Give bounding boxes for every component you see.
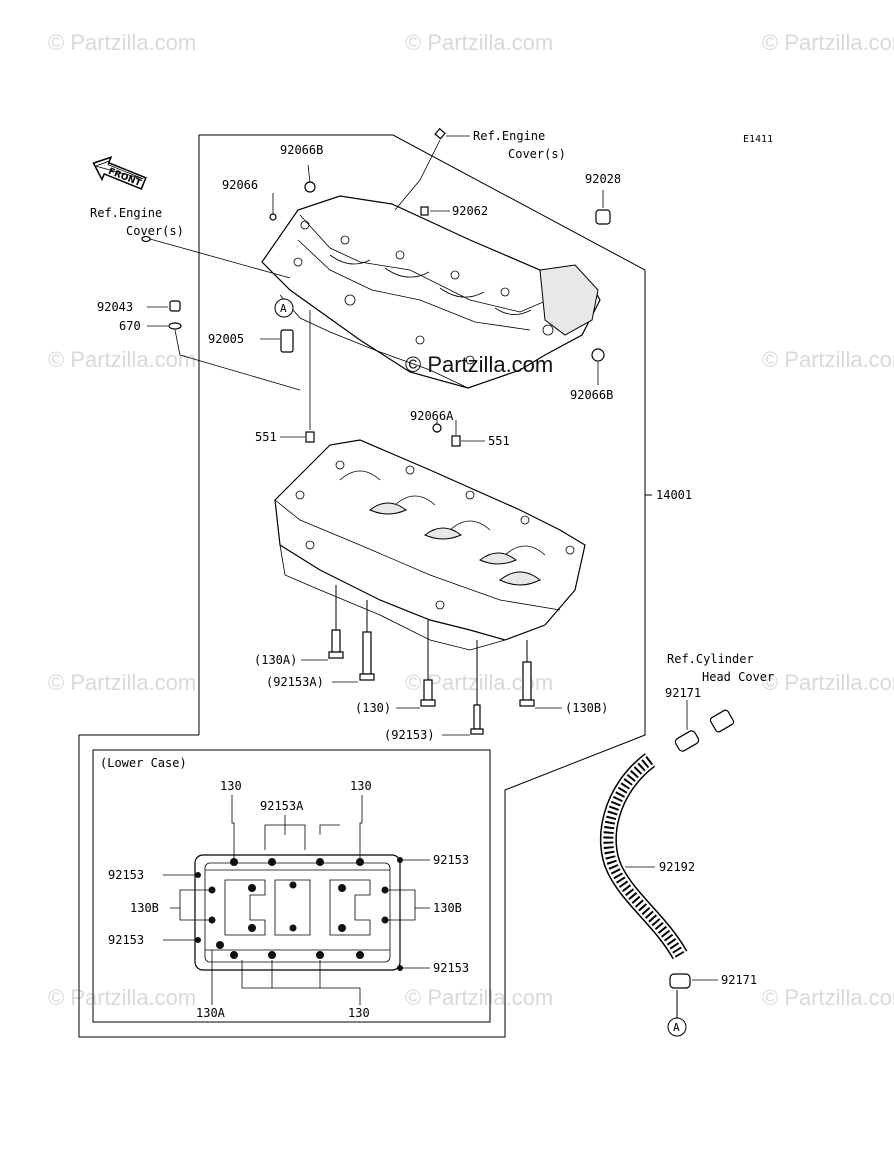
label-92066B-right: 92066B — [570, 388, 613, 402]
watermark: © Partzilla.com — [762, 347, 894, 372]
inset-label-130B: 130B — [130, 901, 159, 915]
front-arrow-icon: FRONT — [92, 156, 147, 190]
part-labels: Ref.Engine Cover(s) 92066B 92066 92062 9… — [90, 129, 774, 1020]
label-551-right: 551 — [488, 434, 510, 448]
dowel-ref-top — [434, 127, 446, 140]
watermark: © Partzilla.com — [762, 30, 894, 55]
clamp-92171-top — [674, 730, 700, 752]
label-ref-engine-cover-left: Ref.Engine — [90, 206, 162, 220]
label-670: 670 — [119, 319, 141, 333]
label-92066A: 92066A — [410, 409, 454, 423]
watermark: © Partzilla.com — [405, 30, 553, 55]
label-130: (130) — [355, 701, 391, 715]
watermark: © Partzilla.com — [48, 347, 196, 372]
diagram-code: E1411 — [743, 134, 773, 145]
inset-label-130B: 130B — [433, 901, 462, 915]
inset-label-92153: 92153 — [433, 853, 469, 867]
label-92153A: (92153A) — [266, 675, 324, 689]
label-92066: 92066 — [222, 178, 258, 192]
label-92043: 92043 — [97, 300, 133, 314]
clamp-92171-bottom — [669, 973, 691, 989]
label-92005: 92005 — [208, 332, 244, 346]
ref-marker-a-lower: A — [667, 990, 687, 1037]
watermark: © Partzilla.com — [762, 985, 894, 1010]
dowel-551-left — [305, 431, 315, 443]
watermark: © Partzilla.com — [48, 30, 196, 55]
center-watermark: © Partzilla.com — [405, 352, 553, 377]
dowel-551-right — [451, 435, 461, 447]
plug-92066A — [432, 423, 442, 433]
watermark: © Partzilla.com — [405, 985, 553, 1010]
inset-label-130: 130 — [220, 779, 242, 793]
label-ref-engine-cover-top: Cover(s) — [508, 147, 566, 161]
label-551-left: 551 — [255, 430, 277, 444]
label-130B: (130B) — [565, 701, 608, 715]
small-parts — [141, 127, 611, 447]
plug-92062 — [420, 206, 429, 216]
ref-marker-a-upper: A — [274, 298, 294, 318]
bolts — [328, 585, 535, 735]
plug-92066 — [269, 213, 277, 221]
inset-label-130: 130 — [348, 1006, 370, 1020]
label-ref-engine-cover-left: Cover(s) — [126, 224, 184, 238]
inset-title: (Lower Case) — [100, 756, 187, 770]
lower-case-inset — [92, 749, 491, 1023]
inset-label-130: 130 — [350, 779, 372, 793]
label-92062: 92062 — [452, 204, 488, 218]
inset-label-92153A: 92153A — [260, 799, 304, 813]
lower-crankcase — [274, 439, 586, 651]
watermark: © Partzilla.com — [48, 985, 196, 1010]
svg-text:A: A — [280, 302, 287, 315]
plug-92066B-right — [591, 348, 605, 362]
dowel-92043 — [169, 300, 181, 312]
plug-92066B-top — [304, 181, 316, 193]
inset-label-92153: 92153 — [108, 868, 144, 882]
breather-hose — [600, 709, 735, 989]
lower-case-plan-view — [163, 795, 430, 1005]
watermarks: © Partzilla.com © Partzilla.com © Partzi… — [48, 30, 894, 1010]
label-130A: (130A) — [254, 653, 297, 667]
upper-crankcase — [261, 139, 601, 389]
watermark: © Partzilla.com — [48, 670, 196, 695]
label-92171-bottom: 92171 — [721, 973, 757, 987]
label-14001: 14001 — [656, 488, 692, 502]
inset-label-92153: 92153 — [108, 933, 144, 947]
label-ref-engine-cover-top: Ref.Engine — [473, 129, 545, 143]
label-ref-cylinder: Head Cover — [702, 670, 774, 684]
label-92171-top: 92171 — [665, 686, 701, 700]
label-92192: 92192 — [659, 860, 695, 874]
o-ring-670 — [168, 322, 182, 330]
label-ref-cylinder: Ref.Cylinder — [667, 652, 754, 666]
plug-92028 — [595, 209, 611, 225]
inset-label-92153: 92153 — [433, 961, 469, 975]
inset-label-130A: 130A — [196, 1006, 226, 1020]
label-92028: 92028 — [585, 172, 621, 186]
leader-lines — [147, 135, 718, 981]
svg-text:A: A — [673, 1021, 680, 1034]
label-92153: (92153) — [384, 728, 435, 742]
assembly-outline — [78, 134, 652, 1038]
dowel-92005 — [280, 329, 294, 353]
fitting-ref-cylinder — [709, 709, 735, 733]
watermark: © Partzilla.com — [762, 670, 894, 695]
label-92066B: 92066B — [280, 143, 323, 157]
